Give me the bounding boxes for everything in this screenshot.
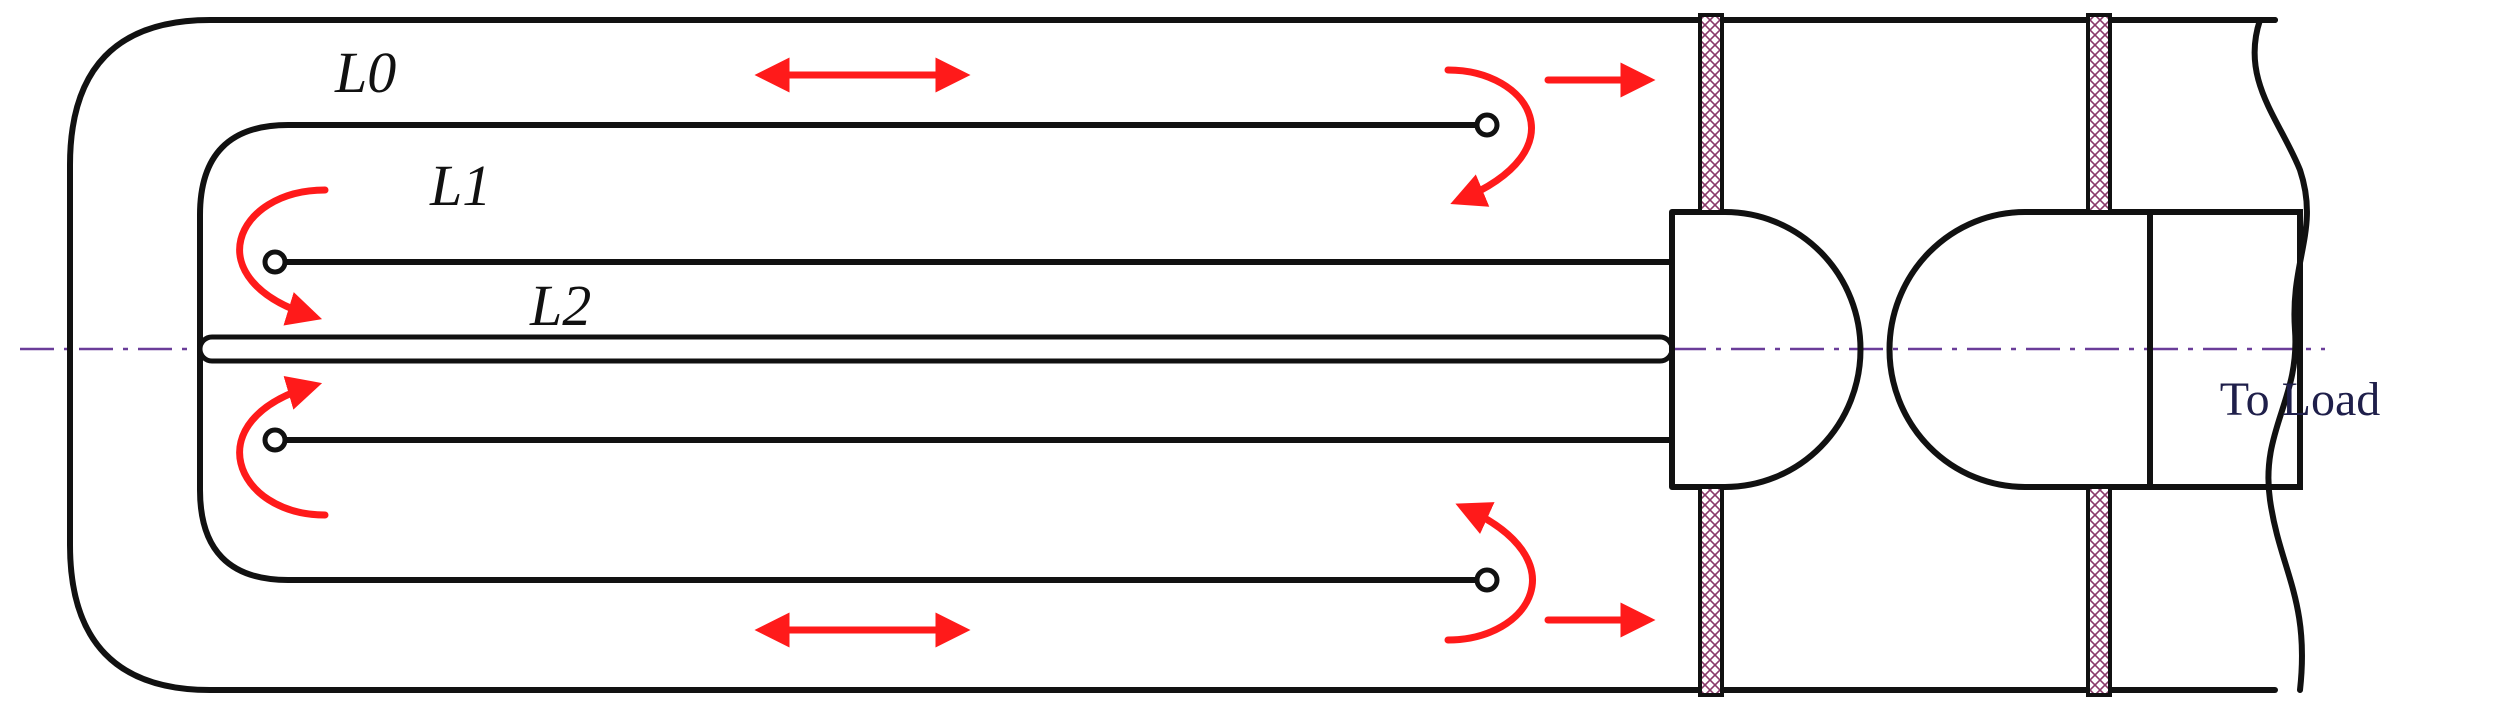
- l2-top-end-ring: [262, 249, 288, 275]
- insulator-left-top: [1698, 13, 1724, 214]
- diode-dome-right: [1886, 209, 2153, 490]
- curved-arrow-icon: [1444, 502, 1536, 644]
- load-section: [2147, 209, 2303, 490]
- central-rod: [197, 334, 1675, 364]
- insulator-right-bottom: [2086, 485, 2112, 697]
- diode-dome-left: [1669, 209, 1864, 490]
- l1-top-end-ring: [1474, 112, 1500, 138]
- break-line: [2251, 17, 2310, 693]
- curved-arrow-icon: [236, 186, 329, 326]
- insulator-left-bottom: [1698, 485, 1724, 697]
- insulator-right-top: [2086, 13, 2112, 214]
- label-to-load: To Load: [2220, 373, 2381, 426]
- curved-arrow-icon: [1444, 66, 1535, 207]
- l1-bottom-end-ring: [1474, 567, 1500, 593]
- curved-arrow-icon: [236, 376, 329, 519]
- l2-bottom-end-ring: [262, 427, 288, 453]
- label-l1: L1: [429, 153, 491, 218]
- label-l2: L2: [529, 273, 591, 338]
- label-l0: L0: [334, 40, 396, 105]
